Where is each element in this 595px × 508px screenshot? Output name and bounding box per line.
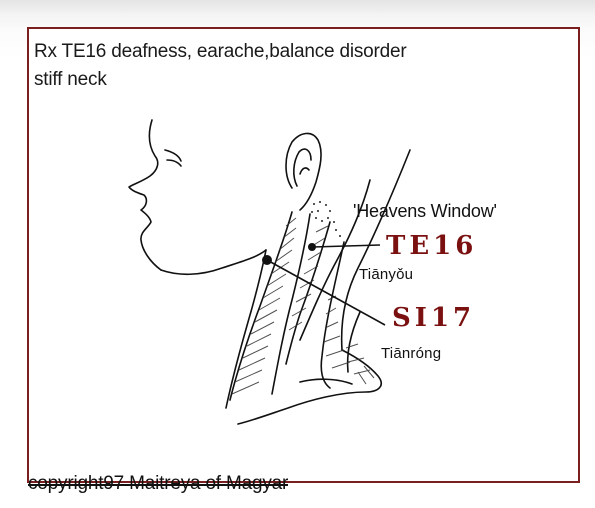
ear-outline xyxy=(286,133,321,210)
scm-muscle-front xyxy=(230,212,292,400)
si17-point-code: SI17 xyxy=(392,303,475,333)
te16-point-marker xyxy=(308,243,316,251)
jaw-line xyxy=(161,250,266,274)
te16-pinyin: Tiānyǒu xyxy=(359,266,413,283)
si17-point-marker xyxy=(262,255,272,265)
copyright-notice: copyright97 Maitreya of Magyar xyxy=(28,473,288,495)
te16-nickname: 'Heavens Window' xyxy=(353,201,497,222)
mastoid-dots xyxy=(311,201,341,237)
face-profile-line xyxy=(129,120,161,270)
si17-pinyin: Tiānróng xyxy=(381,345,441,362)
te16-point-code: TE16 xyxy=(386,231,477,261)
shoulder-line xyxy=(238,350,381,424)
